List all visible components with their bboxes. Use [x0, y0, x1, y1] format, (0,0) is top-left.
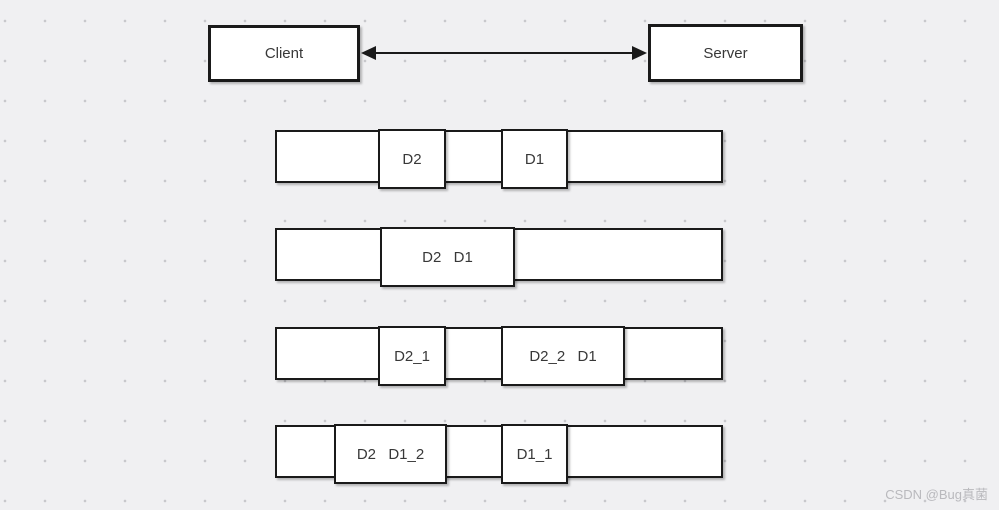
- csdn-watermark: CSDN @Bug真菌: [885, 487, 988, 502]
- client-node: Client: [208, 25, 360, 82]
- packet-label: D2_2 D1: [529, 347, 597, 365]
- packet-label: D2: [402, 150, 422, 168]
- packet-box-d2-2-d1: D2_2 D1: [501, 326, 625, 386]
- transmission-pipe-row-1: [275, 130, 723, 183]
- packet-label: D2_1: [394, 347, 430, 365]
- packet-label: D2 D1: [422, 248, 473, 266]
- packet-label: D1_1: [516, 445, 553, 463]
- packet-box-d2-1: D2_1: [378, 326, 446, 386]
- client-label: Client: [264, 45, 304, 62]
- server-label: Server: [703, 44, 748, 62]
- packet-box-d1: D1: [501, 129, 568, 189]
- server-node: Server: [648, 24, 803, 82]
- packet-label: D2 D1_2: [356, 445, 425, 463]
- packet-box-d1-1: D1_1: [501, 424, 568, 484]
- packet-box-d2-d1-merged: D2 D1: [380, 227, 515, 287]
- bidirectional-arrow-icon: [361, 46, 647, 60]
- packet-box-d2: D2: [378, 129, 446, 189]
- transmission-pipe-row-3: [275, 327, 723, 380]
- packet-label: D1: [524, 150, 545, 168]
- packet-box-d2-d1-2: D2 D1_2: [334, 424, 447, 484]
